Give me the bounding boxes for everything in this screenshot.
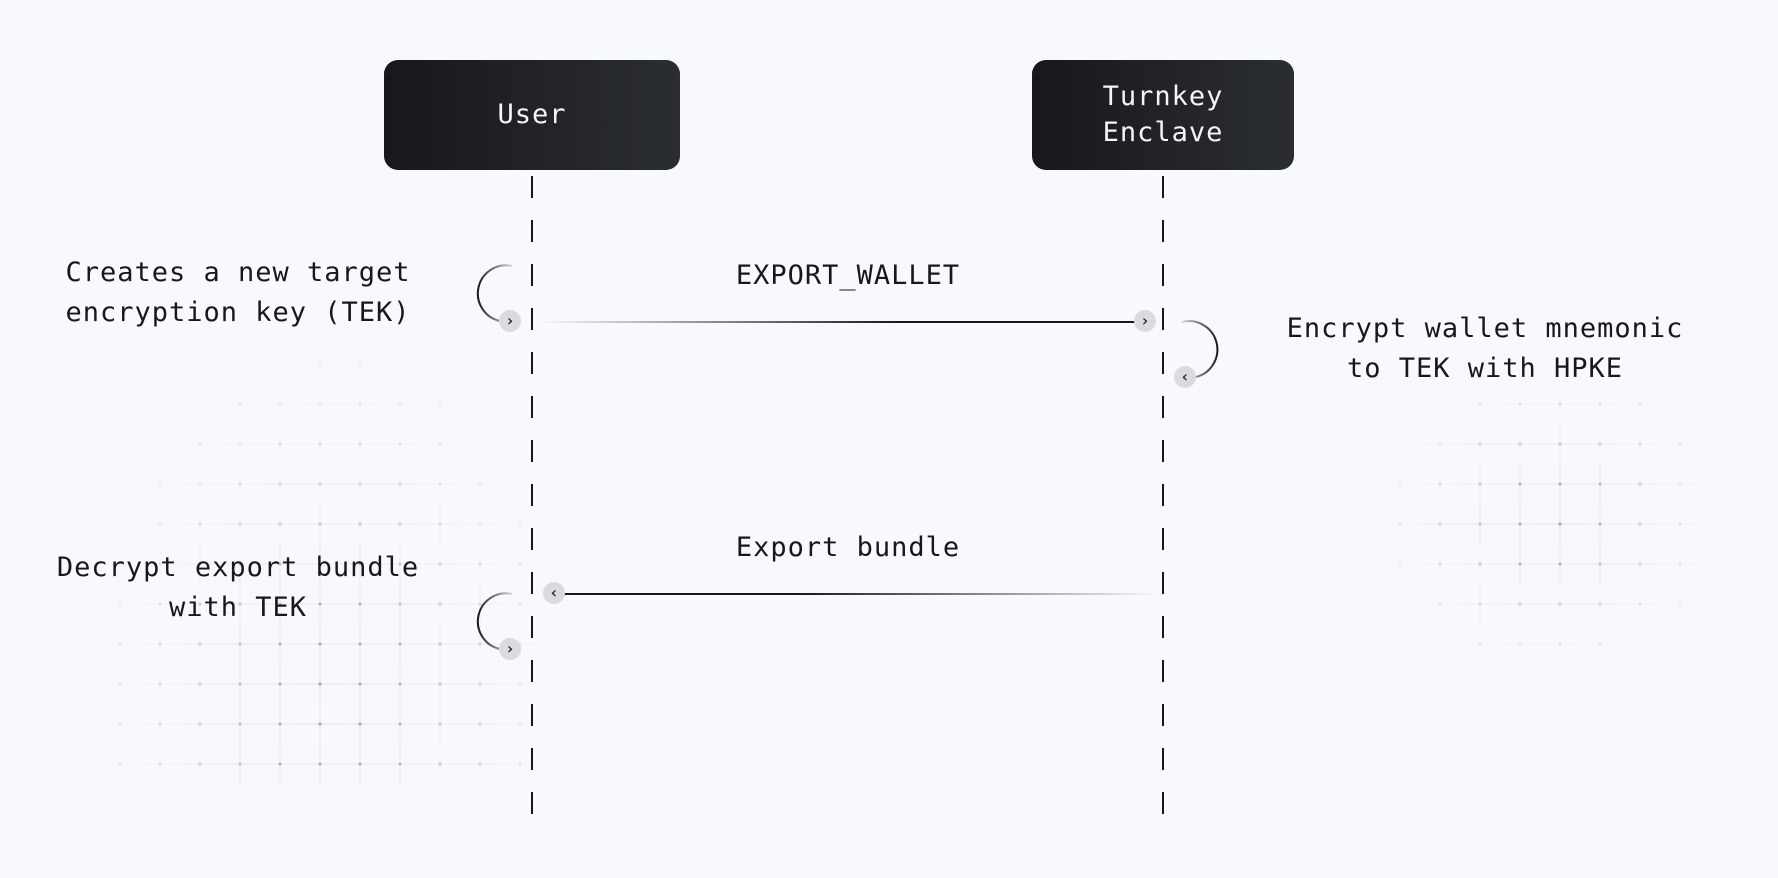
actor-turnkey-enclave: Turnkey Enclave xyxy=(1032,60,1294,170)
actor-user: User xyxy=(384,60,680,170)
chevron-left-icon: ‹ xyxy=(543,582,565,604)
chevron-right-icon: › xyxy=(1134,310,1156,332)
create-tek-loop xyxy=(476,264,513,322)
note-decrypt-bundle: Decrypt export bundle with TEK xyxy=(56,552,420,623)
decrypt-loop xyxy=(476,592,513,650)
message-export-wallet: EXPORT_WALLET xyxy=(735,260,961,291)
dot-grid-pattern xyxy=(100,362,1700,784)
chevron-right-icon: › xyxy=(499,310,521,332)
message-export-bundle: Export bundle xyxy=(735,532,961,563)
note-encrypt-mnemonic: Encrypt wallet mnemonic to TEK with HPKE xyxy=(1286,313,1684,384)
chevron-left-icon: ‹ xyxy=(1174,366,1196,388)
note-create-tek: Creates a new target encryption key (TEK… xyxy=(65,257,411,328)
encrypt-loop xyxy=(1181,320,1219,378)
chevron-right-icon: › xyxy=(499,638,521,660)
